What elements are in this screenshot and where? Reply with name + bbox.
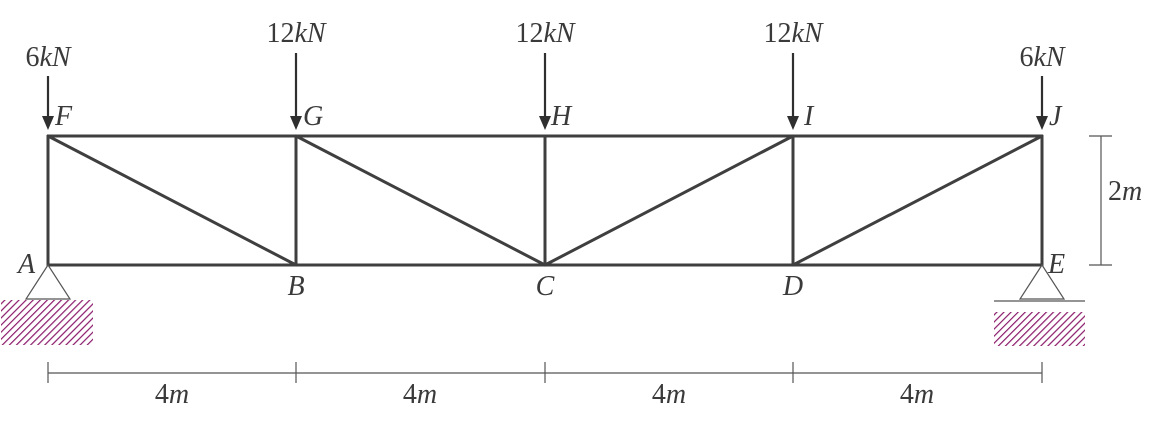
span-label-DE: 4m bbox=[900, 379, 934, 410]
roller-support-E bbox=[994, 263, 1085, 346]
node-label-A: A bbox=[16, 249, 36, 280]
load-labels: 6kN 12kN 12kN 12kN 6kN bbox=[25, 18, 1065, 73]
node-label-B: B bbox=[287, 271, 304, 302]
node-label-J: J bbox=[1049, 101, 1063, 132]
node-label-C: C bbox=[536, 271, 555, 302]
node-labels: F G H I J A B C D E bbox=[16, 101, 1065, 302]
load-arrows bbox=[42, 53, 1048, 130]
load-arrowhead-G bbox=[290, 116, 302, 130]
load-label-I: 12kN bbox=[763, 18, 823, 49]
load-label-F: 6kN bbox=[25, 42, 71, 73]
span-label-CD: 4m bbox=[652, 379, 686, 410]
member-DJ bbox=[791, 134, 1044, 267]
height-dim-label: 2m bbox=[1108, 176, 1142, 207]
node-label-H: H bbox=[550, 101, 573, 132]
load-arrowhead-J bbox=[1036, 116, 1048, 130]
member-CI bbox=[543, 134, 795, 267]
support-triangle-A bbox=[24, 263, 72, 300]
load-label-H: 12kN bbox=[515, 18, 575, 49]
ground-hatch-E bbox=[994, 312, 1085, 346]
span-dimensions: 4m 4m 4m 4m bbox=[47, 362, 1043, 410]
pin-support-A bbox=[1, 263, 93, 345]
member-GC bbox=[294, 134, 547, 267]
height-dimension: 2m bbox=[1089, 135, 1142, 266]
node-label-E: E bbox=[1047, 249, 1065, 280]
node-label-I: I bbox=[803, 101, 815, 132]
node-label-D: D bbox=[782, 271, 803, 302]
span-label-BC: 4m bbox=[403, 379, 437, 410]
load-label-G: 12kN bbox=[266, 18, 326, 49]
load-arrowhead-H bbox=[539, 116, 551, 130]
member-FB bbox=[46, 134, 298, 267]
support-triangle-E bbox=[1018, 263, 1066, 300]
node-label-F: F bbox=[54, 101, 73, 132]
load-arrowhead-I bbox=[787, 116, 799, 130]
truss-members bbox=[46, 134, 1044, 267]
node-label-G: G bbox=[303, 101, 323, 132]
load-label-J: 6kN bbox=[1019, 42, 1065, 73]
ground-hatch-A bbox=[1, 300, 93, 345]
load-arrowhead-F bbox=[42, 116, 54, 130]
span-label-AB: 4m bbox=[155, 379, 189, 410]
